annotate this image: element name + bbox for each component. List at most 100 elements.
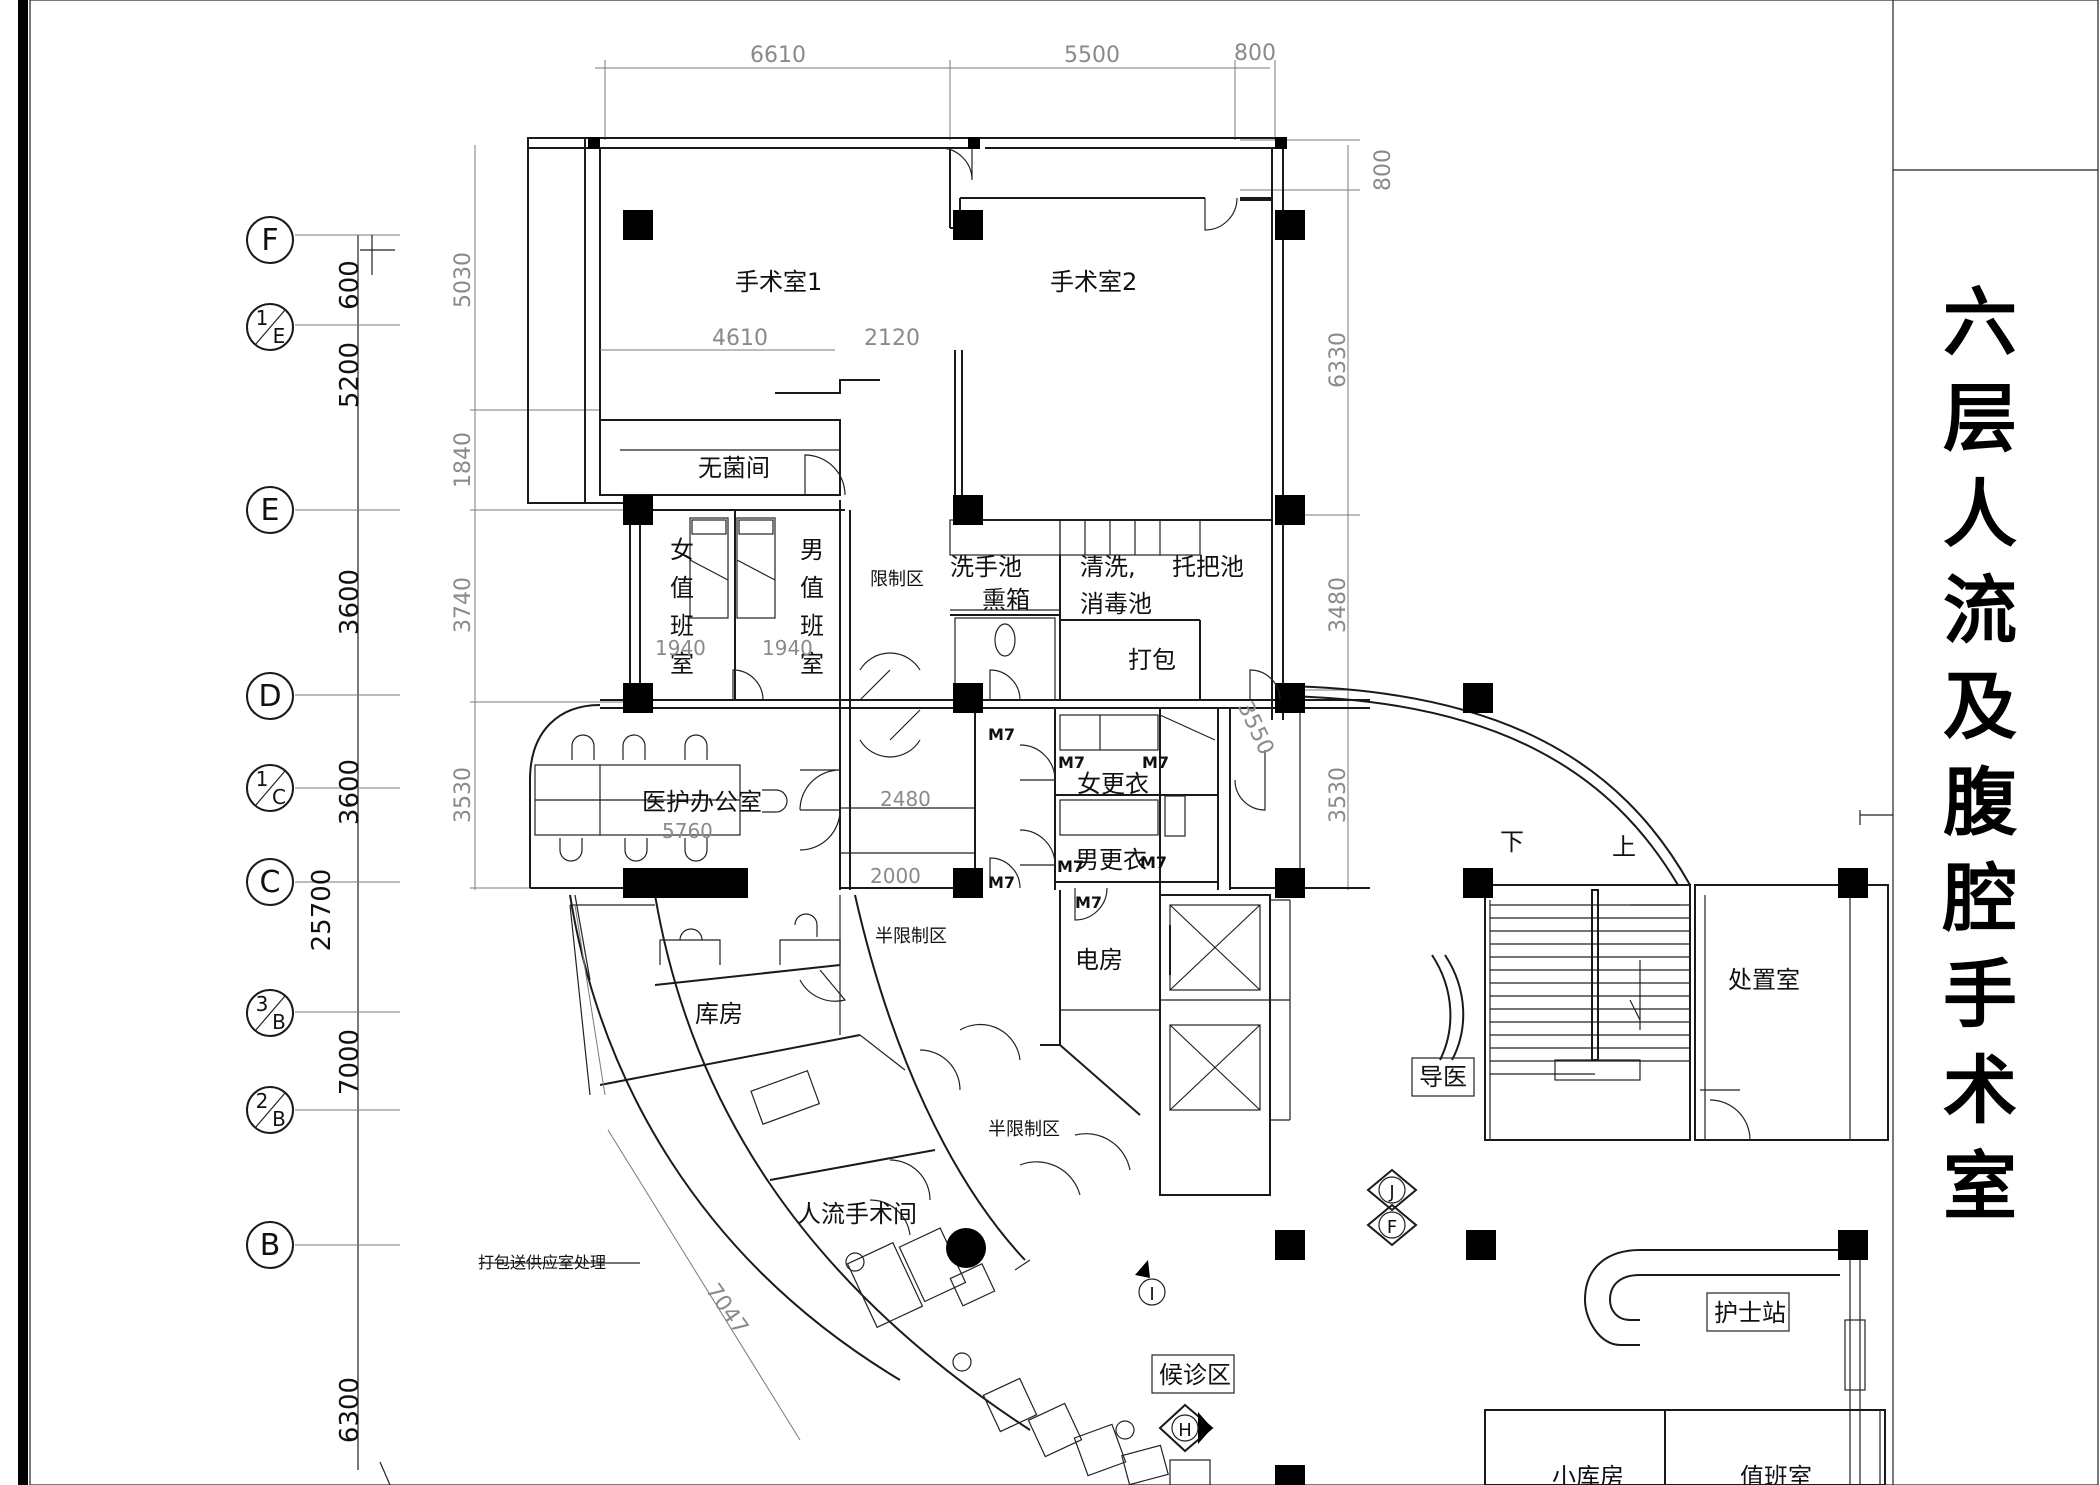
- room-sterile: 无菌间: [698, 454, 770, 482]
- dim-3740: 3740: [451, 577, 476, 633]
- walls: [379, 137, 1893, 1485]
- dim-5760: 5760: [662, 819, 713, 843]
- room-office: 医护办公室: [642, 788, 762, 816]
- room-clean: 清洗,: [1080, 553, 1136, 581]
- svg-text:H: H: [1178, 1420, 1192, 1441]
- room-disinfect: 消毒池: [1080, 590, 1152, 618]
- zone-restricted: 限制区: [870, 569, 924, 590]
- room-or1: 手术室1: [735, 268, 822, 296]
- waiting-label-box: [1151, 1354, 1235, 1394]
- marker-h: H: [1158, 1403, 1214, 1453]
- svg-text:B: B: [260, 1228, 281, 1263]
- svg-text:J: J: [1388, 1182, 1394, 1203]
- title-char: 术: [1943, 1048, 2017, 1134]
- svg-text:女: 女: [670, 536, 694, 564]
- door-tag-m7-4: M7: [1057, 857, 1084, 876]
- room-nurse-station: 护士站: [1714, 1299, 1786, 1327]
- svg-text:B: B: [272, 1010, 286, 1034]
- svg-text:E: E: [261, 493, 280, 528]
- dim-4610: 4610: [712, 326, 768, 351]
- svg-text:2: 2: [256, 1089, 269, 1113]
- door-tag-m7-2: M7: [1058, 753, 1085, 772]
- axis-dim-25700: 25700: [307, 869, 337, 952]
- room-waiting: 候诊区: [1159, 1361, 1231, 1389]
- title-char: 六: [1943, 280, 2017, 366]
- axis-dim-3600b: 3600: [335, 759, 365, 825]
- svg-text:值: 值: [800, 574, 824, 602]
- dim-2120: 2120: [864, 326, 920, 351]
- drawing-title: 六 层 人 流 及 腹 腔 手 术 室: [1930, 275, 2030, 1235]
- room-wash-basin: 洗手池: [950, 553, 1022, 581]
- room-electric: 电房: [1075, 946, 1123, 974]
- axis-dim-6300: 6300: [335, 1377, 365, 1443]
- title-char: 腹: [1943, 760, 2017, 846]
- dim-7047: 7047: [700, 1279, 753, 1339]
- door-tag-m7-6: M7: [988, 873, 1015, 892]
- room-female-duty: 女 值 班 室: [670, 536, 694, 678]
- axis-bubble-F: F: [246, 216, 294, 264]
- marker-j: J: [1366, 1168, 1418, 1212]
- svg-text:值: 值: [670, 574, 694, 602]
- dim-1840: 1840: [451, 432, 476, 488]
- room-male-change: 男更衣: [1075, 846, 1147, 874]
- nurse-label-box: [1706, 1292, 1790, 1332]
- svg-text:室: 室: [670, 650, 694, 678]
- svg-text:3: 3: [256, 992, 269, 1016]
- dim-6610: 6610: [750, 43, 806, 68]
- title-char: 层: [1943, 376, 2017, 462]
- axis-dim-7000: 7000: [335, 1029, 365, 1095]
- svg-text:F: F: [1387, 1217, 1397, 1238]
- svg-text:男: 男: [800, 536, 824, 564]
- doors: [732, 147, 1751, 1236]
- svg-text:室: 室: [800, 650, 824, 678]
- dim-3530-left: 3530: [451, 767, 476, 823]
- axis-bubble-E: E: [246, 486, 294, 534]
- room-mop: 托把池: [1172, 553, 1244, 581]
- axis-dim-5200: 5200: [335, 342, 365, 408]
- svg-text:E: E: [273, 324, 286, 348]
- dim-6330: 6330: [1326, 332, 1351, 388]
- title-char: 人: [1943, 472, 2017, 558]
- room-female-change: 女更衣: [1077, 770, 1149, 798]
- axis-bubble-1C: 1 C: [246, 764, 294, 812]
- stair-treads: [1490, 904, 1690, 1075]
- room-storage: 库房: [695, 1000, 743, 1028]
- room-or2: 手术室2: [1050, 268, 1137, 296]
- svg-text:班: 班: [670, 612, 694, 640]
- svg-text:班: 班: [800, 612, 824, 640]
- door-tag-m7-1: M7: [988, 725, 1015, 744]
- room-duty: 值班室: [1740, 1463, 1812, 1485]
- guide-label-box: [1411, 1057, 1475, 1097]
- title-char: 室: [1943, 1144, 2017, 1230]
- dim-5500: 5500: [1064, 43, 1120, 68]
- title-char: 腔: [1943, 856, 2017, 942]
- dim-800: 800: [1234, 41, 1276, 66]
- title-char: 流: [1943, 568, 2017, 654]
- room-treatment: 处置室: [1728, 966, 1800, 994]
- structural-columns: [588, 137, 1868, 1485]
- door-tag-m7-5: M7: [1140, 853, 1167, 872]
- dim-1940b: 1940: [762, 636, 813, 660]
- zone-semi-restricted-1: 半限制区: [875, 926, 947, 947]
- axis-dim-3600a: 3600: [335, 569, 365, 635]
- axis-bubble-1E: 1 E: [246, 303, 294, 351]
- stair-up: 上: [1612, 833, 1636, 861]
- axis-bubble-B: B: [246, 1221, 294, 1269]
- zone-semi-restricted-2: 半限制区: [988, 1119, 1060, 1140]
- dim-2000: 2000: [870, 864, 921, 888]
- room-fumigation: 熏箱: [982, 586, 1030, 614]
- marker-f: F: [1366, 1203, 1418, 1247]
- svg-text:C: C: [260, 865, 281, 900]
- svg-text:D: D: [258, 679, 281, 714]
- sheet-border: [29, 0, 2099, 1485]
- room-small-storage: 小库房: [1552, 1463, 1624, 1485]
- sheet-left-bar: [18, 0, 28, 1485]
- svg-text:C: C: [272, 785, 286, 809]
- axis-bubble-3B: 3 B: [246, 989, 294, 1037]
- axis-bubble-C: C: [246, 858, 294, 906]
- dim-2480: 2480: [880, 787, 931, 811]
- axis-bubble-D: D: [246, 672, 294, 720]
- room-pack: 打包: [1128, 646, 1176, 674]
- door-tag-m7-7: M7: [1075, 893, 1102, 912]
